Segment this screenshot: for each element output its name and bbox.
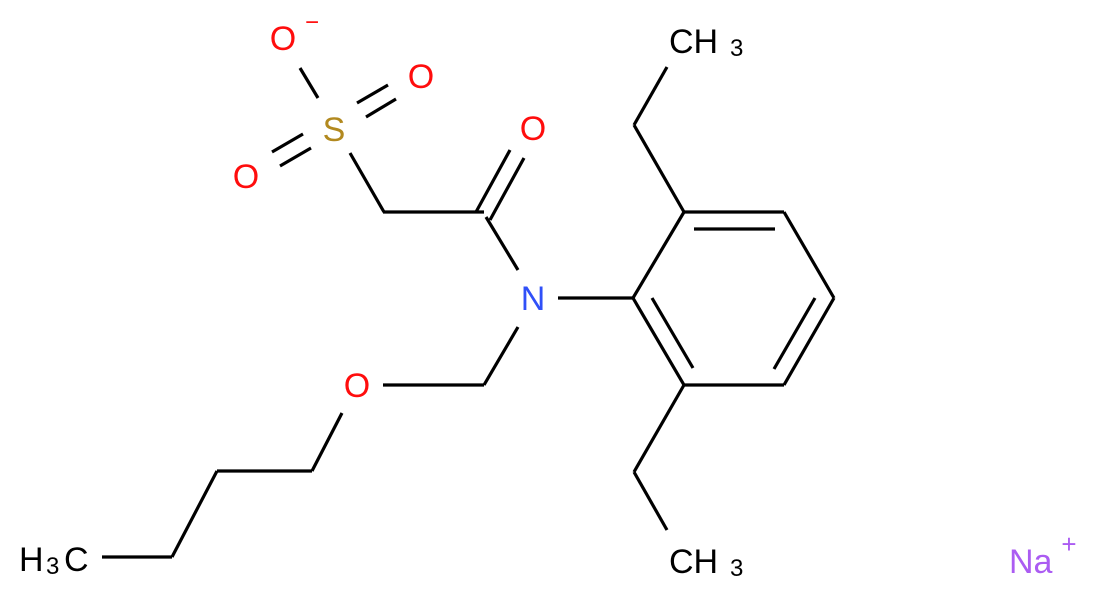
bond-ring-c6-c1-inner: [650, 297, 695, 369]
ch3-top-subscript: 3: [730, 35, 743, 62]
bond-n-ch2: [482, 326, 520, 386]
ch3-bottom-subscript: 3: [730, 555, 743, 582]
h3c-c: C: [64, 541, 89, 579]
h3c-subscript: 3: [46, 553, 59, 580]
bond-ring-ethyl-top-2: [632, 66, 669, 126]
bond-s-o-left-b: [279, 146, 312, 168]
bond-ring-c1-c2: [631, 211, 686, 299]
bonds: [102, 66, 836, 559]
bond-o-minus-s: [298, 67, 320, 99]
atom-o-ether: O: [344, 367, 370, 405]
h3c-h: H: [19, 541, 44, 579]
bond-ring-c4-c5-inner: [772, 297, 817, 370]
atom-o-carbonyl: O: [520, 110, 546, 148]
atom-o-sulfonyl-right: O: [408, 58, 434, 96]
atom-o-minus-charge: −: [305, 9, 319, 36]
label-ch3-top: CH 3: [669, 23, 743, 62]
bond-s-ch2: [348, 152, 386, 213]
label-sodium-ion: Na +: [1009, 529, 1077, 581]
atom-labels: O − O S O O N O CH 3 CH 3 H 3 C Na: [19, 9, 1077, 582]
bond-butyl-3: [170, 470, 219, 558]
bond-ring-ethyl-bottom-1: [632, 384, 686, 473]
atom-o-minus: O: [270, 20, 296, 58]
sodium: Na: [1009, 543, 1053, 581]
ch3-top-ch: CH: [669, 23, 718, 61]
bond-ring-c6-c1: [631, 297, 686, 386]
sodium-charge: +: [1061, 529, 1076, 559]
bond-carbonyl-b: [488, 157, 526, 221]
bond-ring-c4-c5: [782, 297, 836, 386]
label-ch3-bottom: CH 3: [669, 543, 743, 582]
bond-s-o-right-a: [356, 83, 389, 105]
atom-nitrogen: N: [521, 280, 546, 318]
label-h3c: H 3 C: [19, 541, 89, 580]
bond-s-o-right-b: [365, 97, 397, 119]
ch3-bottom-ch: CH: [669, 543, 718, 581]
bond-carbonyl-a: [474, 149, 512, 213]
bond-ring-ethyl-top-1: [632, 124, 686, 213]
atom-sulfur: S: [323, 111, 346, 149]
bond-s-o-left-a: [271, 132, 304, 154]
atom-o-sulfonyl-left: O: [233, 158, 259, 196]
bond-ring-ethyl-bottom-2: [632, 471, 669, 531]
bond-ring-c3-c4: [782, 211, 836, 299]
bond-carbonyl-c-n: [484, 216, 520, 271]
bond-o-butyl-1: [310, 412, 344, 472]
